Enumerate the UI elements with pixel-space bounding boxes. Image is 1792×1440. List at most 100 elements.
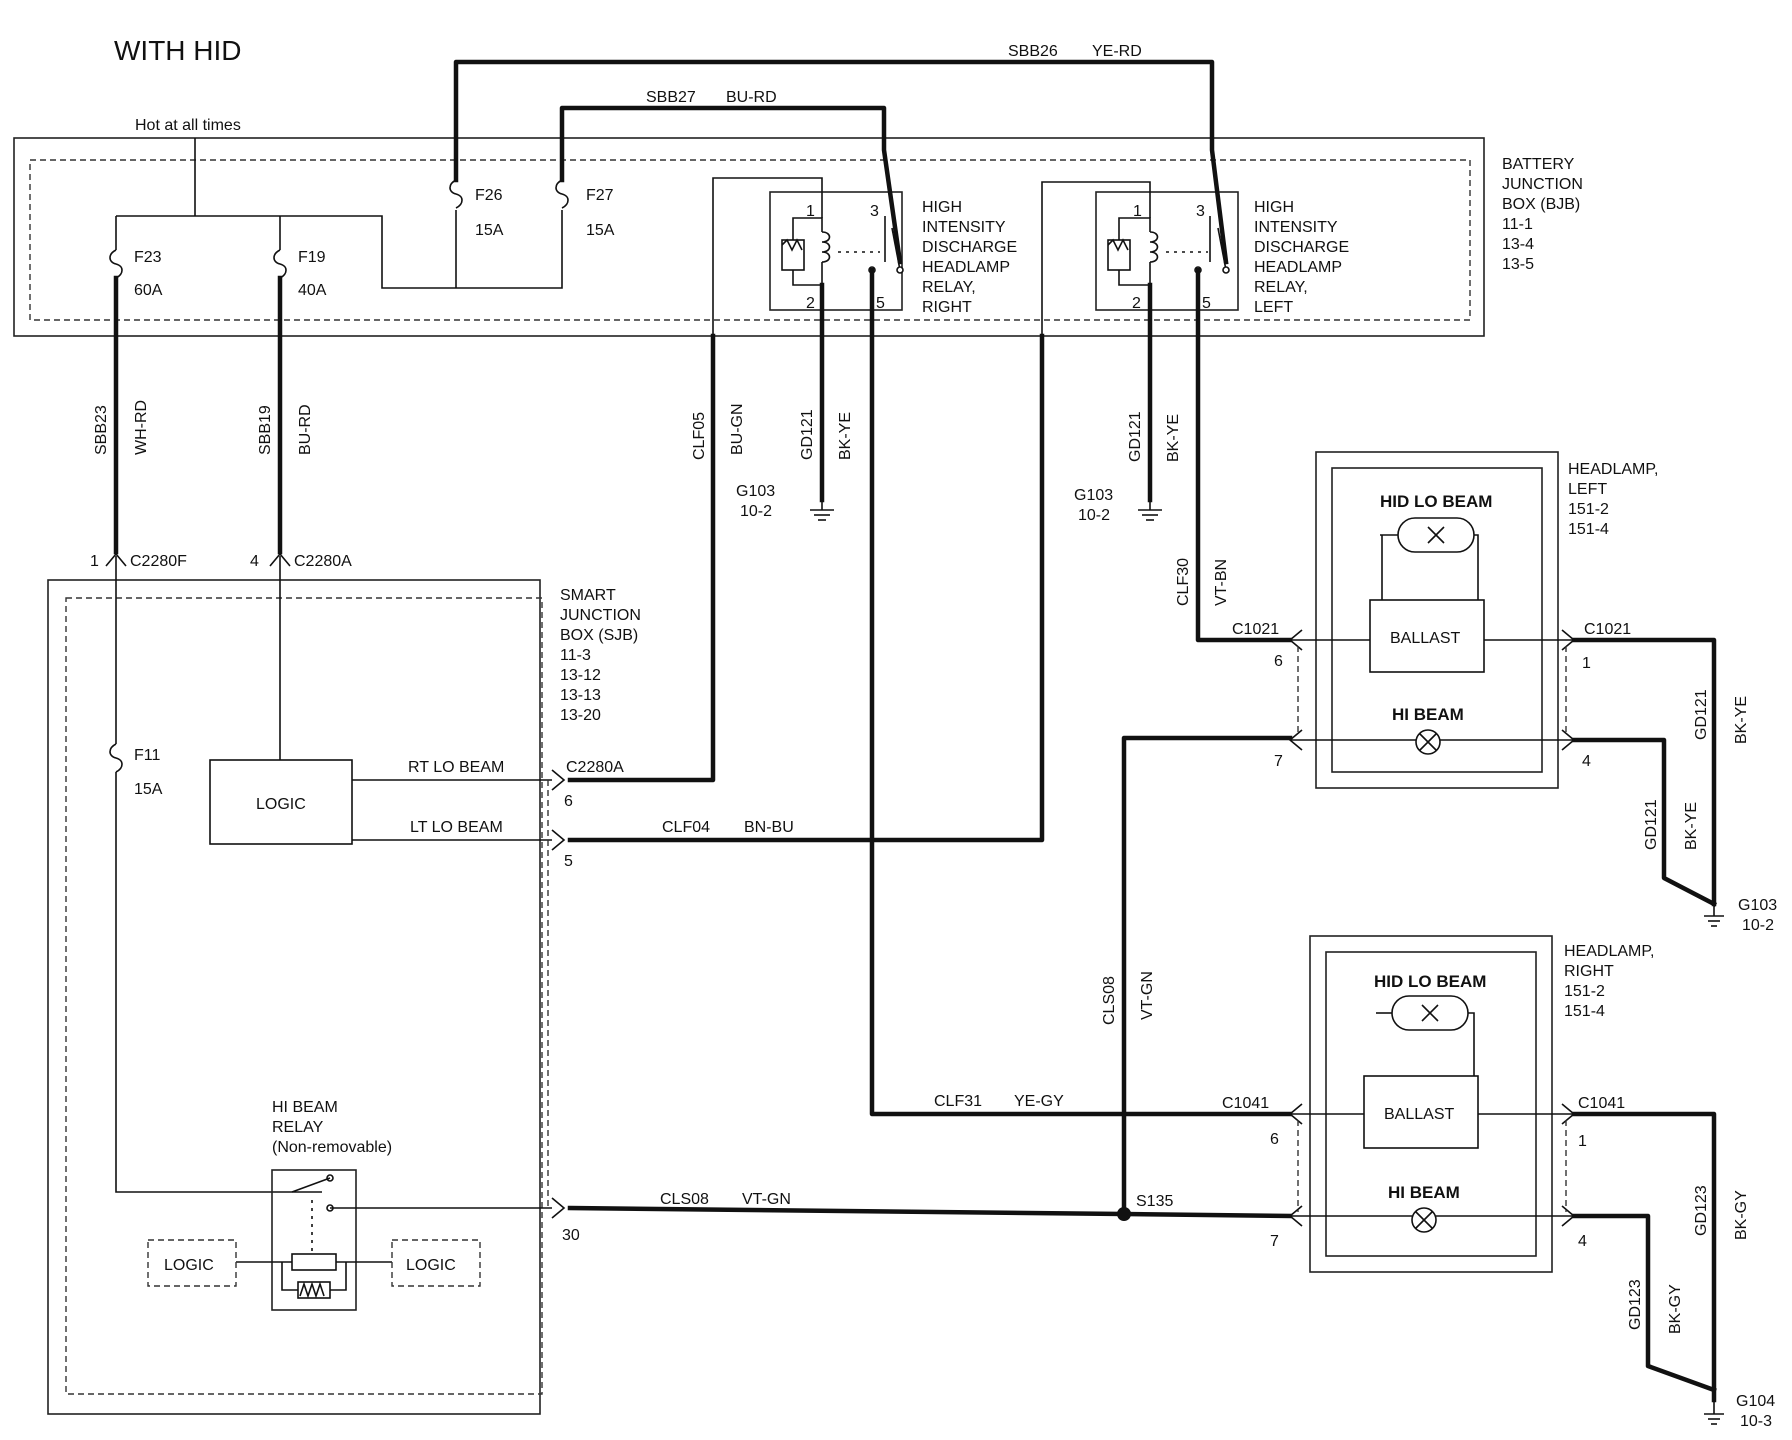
relay-right-pin-2: 2 (806, 295, 815, 312)
wire-sbb26-circuit: SBB26 (1008, 43, 1058, 60)
splice-s135-label: S135 (1136, 1193, 1173, 1210)
wire-sbb26-color: YE-RD (1092, 43, 1142, 60)
hi-beam-relay-label-1: HI BEAM (272, 1099, 338, 1116)
relay-right-label-5: RELAY, (922, 279, 976, 296)
sjb-label-line4: 11-3 (560, 647, 591, 664)
wire-clf30-circuit: CLF30 (1175, 558, 1192, 606)
sjb-logic-right-box (391, 1239, 481, 1287)
sjb-logic-box (209, 759, 353, 845)
wire-gd121-hl-b-color: BK-YE (1683, 802, 1700, 850)
relay-right-pin-3: 3 (870, 203, 879, 220)
headlamp-left-label-3: 151-2 (1568, 501, 1609, 518)
headlamp-right-hi-beam: HI BEAM (1388, 1183, 1460, 1202)
headlamp-right-pin-7: 7 (1270, 1233, 1279, 1250)
wire-gd123-hr-b-color: BK-GY (1667, 1284, 1684, 1334)
wire-clf04-color: BN-BU (744, 819, 794, 836)
ground-g104-id: G104 (1736, 1393, 1775, 1410)
sjb-rt-lo-beam-label: RT LO BEAM (408, 759, 504, 776)
connector-c2280a-pin6-symbol (551, 769, 566, 791)
relay-right-label-2: INTENSITY (922, 219, 1006, 236)
wiring: SBB26 YE-RD SBB27 BU-RD SBB23 WH-RD SBB1… (93, 43, 1750, 1403)
connector-pin30-symbol (551, 1197, 566, 1219)
relay-right-coil (821, 231, 831, 263)
wire-sbb26 (453, 59, 1229, 265)
relay-right-label-6: RIGHT (922, 299, 972, 316)
bus-to-f27 (456, 210, 563, 289)
bjb-internal-bus (116, 215, 456, 289)
relay-left-feed (1041, 181, 1151, 336)
wire-cls08-h-color: VT-GN (742, 1191, 791, 1208)
headlamp-right-hid-bulb-x (1421, 1004, 1439, 1022)
wire-gd123-hr-a-circuit: GD123 (1693, 1185, 1710, 1236)
headlamp-left-inner (1331, 467, 1543, 773)
headlamp-right-hi-beam-x (1415, 1211, 1433, 1229)
bjb-label-line5: 13-4 (1502, 236, 1534, 253)
relay-left-box (1095, 191, 1239, 311)
headlamp-right-ballast-label: BALLAST (1384, 1106, 1454, 1123)
fuse-f23-id: F23 (134, 249, 162, 266)
headlamp-right-pin-4: 4 (1578, 1233, 1587, 1250)
wire-gd123-hr-b-circuit: GD123 (1627, 1279, 1644, 1330)
wire-clf31-circuit: CLF31 (934, 1093, 982, 1110)
connector-c2280f-name: C2280F (130, 553, 187, 570)
sjb-inner-boundary (65, 597, 543, 1395)
smart-junction-box: SMART JUNCTION BOX (SJB) 11-3 13-12 13-1… (47, 552, 641, 1415)
ground-g104: G104 10-3 (1704, 1393, 1775, 1430)
wire-clf30 (1195, 267, 1293, 643)
headlamp-right-conn-in: C1041 (1222, 1095, 1269, 1112)
hi-beam-relay-coil-lead-right (330, 1262, 347, 1291)
wire-gd121-r-color: BK-YE (837, 412, 854, 460)
hi-beam-relay-coil (291, 1253, 337, 1271)
headlamp-left-ballast-link-r (1474, 534, 1479, 600)
headlamp-left-label-4: 151-4 (1568, 521, 1609, 538)
headlamp-left-pin-7: 7 (1274, 753, 1283, 770)
sjb-label-line7: 13-20 (560, 707, 601, 724)
relay-right-resistor (781, 239, 805, 271)
headlamp-left-pin-1: 1 (1582, 655, 1591, 672)
wire-gd121-hl-lo (1571, 637, 1717, 907)
relay-right-label-3: DISCHARGE (922, 239, 1017, 256)
wire-clf04 (567, 333, 1045, 843)
headlamp-right-label-2: RIGHT (1564, 963, 1614, 980)
sjb-logic-left-box (147, 1239, 237, 1287)
relay-left-pin2-lead (1118, 262, 1151, 286)
wire-gd123-hr-a-color: BK-GY (1733, 1190, 1750, 1240)
diagram-title: WITH HID (114, 35, 242, 66)
connector-c2280a-pin5-symbol (551, 829, 566, 851)
ground-g103-c-id: G103 (1738, 897, 1777, 914)
relay-left-pin-5: 5 (1202, 295, 1211, 312)
headlamp-left-ballast-label: BALLAST (1390, 630, 1460, 647)
wire-gd121-hl-a-circuit: GD121 (1693, 689, 1710, 740)
headlamp-right-pin-6: 6 (1270, 1131, 1279, 1148)
relay-right-pin-1: 1 (806, 203, 815, 220)
relay-left-coil (1149, 231, 1159, 263)
relay-left-label-5: RELAY, (1254, 279, 1308, 296)
relay-left-label-2: INTENSITY (1254, 219, 1338, 236)
relay-left-resistor (1107, 239, 1131, 271)
headlamp-right-label-1: HEADLAMP, (1564, 943, 1654, 960)
wire-gd121-r-circuit: GD121 (799, 409, 816, 460)
bjb-inner-boundary (29, 159, 1471, 321)
connector-c2280a-in-symbol (269, 552, 291, 567)
wire-clf05-color: BU-GN (729, 403, 746, 455)
ground-g103-c-ref: 10-2 (1742, 917, 1774, 934)
headlamp-left: HEADLAMP, LEFT 151-2 151-4 HID LO BEAM B… (1232, 451, 1658, 789)
headlamp-left-ballast (1369, 599, 1485, 673)
wire-sbb27-color: BU-RD (726, 89, 777, 106)
headlamp-left-outer (1315, 451, 1559, 789)
ground-g103-b: G103 10-2 (1074, 487, 1162, 524)
hid-relay-left: 1 3 2 5 HIGH INTENSITY DISCHARGE HEADLAM… (1095, 191, 1349, 316)
bjb-outline (13, 137, 1485, 337)
ground-g103-b-ref: 10-2 (1078, 507, 1110, 524)
relay-left-label-1: HIGH (1254, 199, 1294, 216)
wire-cls08-v-color: VT-GN (1139, 971, 1156, 1020)
headlamp-right-pin-1: 1 (1578, 1133, 1587, 1150)
splice-s135-dot (1117, 1207, 1131, 1221)
bjb-label-line2: JUNCTION (1502, 176, 1583, 193)
wire-gd121-hl-b-circuit: GD121 (1643, 799, 1660, 850)
relay-right-pin2-lead (792, 262, 823, 286)
sjb-label-line6: 13-13 (560, 687, 601, 704)
sjb-label-line2: JUNCTION (560, 607, 641, 624)
wire-cls08-v-circuit: CLS08 (1101, 976, 1118, 1025)
fuse-f26-id: F26 (475, 187, 503, 204)
